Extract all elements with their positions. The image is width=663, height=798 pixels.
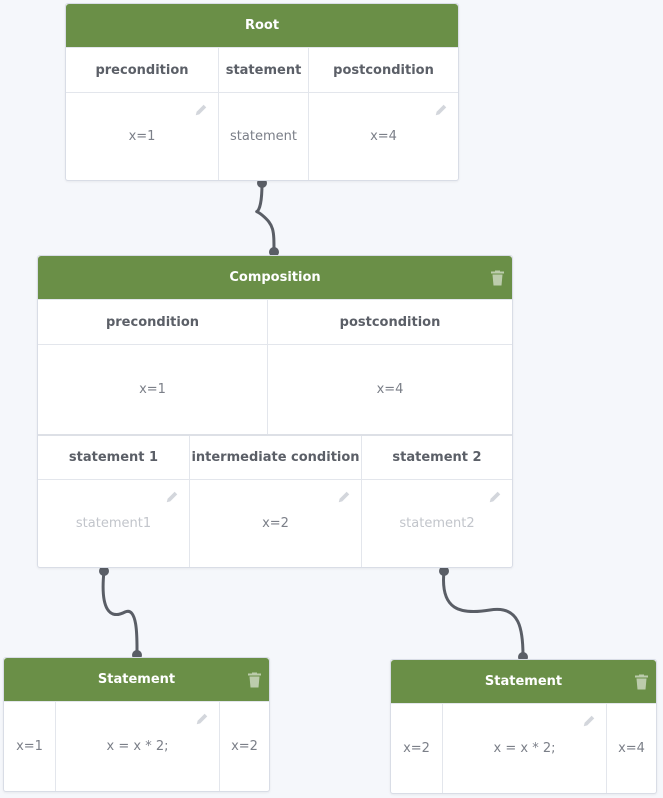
- root-postcondition-value: x=4: [370, 129, 397, 144]
- composition-postcondition-cell: x=4: [267, 345, 512, 434]
- statement-right-postcondition: x=4: [618, 741, 645, 756]
- pencil-icon[interactable]: [582, 714, 596, 728]
- wire-composition-left: [101, 569, 139, 656]
- trash-icon[interactable]: [491, 270, 504, 285]
- statement-left-node: Statement x=1 x = x * 2; x=2: [3, 657, 270, 792]
- statement-right-postcondition-cell: x=4: [606, 704, 656, 793]
- pencil-icon[interactable]: [195, 712, 209, 726]
- root-node: Root precondition statement postconditio…: [65, 3, 459, 181]
- statement-right-precondition-cell: x=2: [391, 704, 442, 793]
- root-precondition-header: precondition: [95, 62, 189, 78]
- wire-root-composition: [255, 181, 276, 254]
- composition-precondition-cell: x=1: [38, 345, 267, 434]
- statement-left-postcondition-cell: x=2: [219, 702, 269, 791]
- composition-intermediate-header: intermediate condition: [189, 436, 361, 479]
- root-statement-cell[interactable]: statement: [218, 93, 308, 180]
- root-node-header: Root: [66, 4, 458, 47]
- statement-right-title: Statement: [484, 674, 563, 689]
- pencil-icon[interactable]: [194, 103, 208, 117]
- composition-statement1-cell[interactable]: statement1: [38, 480, 189, 567]
- statement-left-title: Statement: [97, 672, 176, 687]
- statement-right-code: x = x * 2;: [493, 741, 556, 756]
- root-postcondition-cell[interactable]: x=4: [308, 93, 458, 180]
- composition-intermediate-cell[interactable]: x=2: [189, 480, 361, 567]
- root-node-title: Root: [244, 18, 280, 33]
- pencil-icon[interactable]: [434, 103, 448, 117]
- root-postcondition-header: postcondition: [308, 48, 458, 92]
- composition-precondition-header: precondition: [105, 314, 200, 330]
- composition-statement2-header: statement 2: [361, 436, 512, 479]
- composition-precondition-value: x=1: [139, 382, 166, 397]
- root-statement-header: statement: [218, 48, 308, 92]
- composition-postcondition-header: postcondition: [267, 300, 512, 344]
- composition-postcondition-value: x=4: [376, 382, 404, 397]
- composition-statement1-value: statement1: [75, 516, 152, 531]
- root-precondition-value: x=1: [128, 129, 156, 144]
- wire-composition-right: [442, 569, 525, 658]
- pencil-icon[interactable]: [165, 490, 179, 504]
- composition-node-title: Composition: [229, 270, 321, 285]
- root-precondition-cell[interactable]: x=1: [66, 93, 218, 180]
- trash-icon[interactable]: [248, 672, 261, 687]
- statement-left-precondition: x=1: [16, 739, 43, 754]
- composition-node: Composition precondition postcondition x…: [37, 255, 513, 568]
- pencil-icon[interactable]: [488, 490, 502, 504]
- statement-left-precondition-cell: x=1: [4, 702, 55, 791]
- statement-right-node: Statement x=2 x = x * 2; x=4: [390, 659, 657, 794]
- composition-intermediate-value: x=2: [262, 516, 289, 531]
- statement-right-precondition: x=2: [403, 741, 430, 756]
- root-statement-value: statement: [230, 129, 297, 144]
- composition-statement1-header: statement 1: [68, 450, 159, 465]
- statement-right-header: Statement: [391, 660, 656, 703]
- statement-left-code: x = x * 2;: [106, 739, 169, 754]
- statement-left-code-cell[interactable]: x = x * 2;: [55, 702, 219, 791]
- composition-node-header: Composition: [38, 256, 512, 299]
- statement-left-header: Statement: [4, 658, 269, 701]
- composition-statement2-value: statement2: [399, 516, 475, 531]
- composition-statement2-cell[interactable]: statement2: [361, 480, 512, 567]
- pencil-icon[interactable]: [337, 490, 351, 504]
- trash-icon[interactable]: [635, 674, 648, 689]
- statement-left-postcondition: x=2: [231, 739, 258, 754]
- statement-right-code-cell[interactable]: x = x * 2;: [442, 704, 606, 793]
